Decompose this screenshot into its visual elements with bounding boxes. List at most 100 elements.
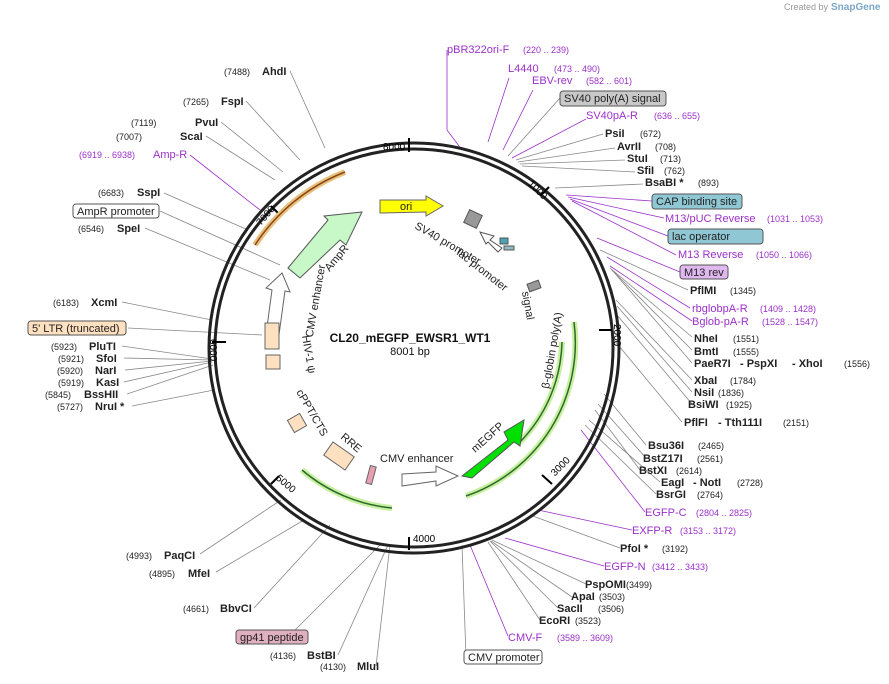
l4440-label[interactable]: L4440 <box>508 63 539 75</box>
bmti-label[interactable]: BmtI <box>694 346 718 358</box>
cmv-primer-arc[interactable] <box>301 469 393 509</box>
egfp-n-label[interactable]: EGFP-N <box>604 561 646 573</box>
bglob-pa-r-label[interactable]: Bglob-pA-R <box>692 316 749 328</box>
sv40-polya-feature[interactable] <box>463 209 483 229</box>
bglob-primer-arc[interactable] <box>465 321 577 497</box>
pvui-label[interactable]: PvuI <box>195 117 218 129</box>
kasi-label[interactable]: KasI <box>96 377 119 389</box>
m13-puc-reverse-label[interactable]: M13/pUC Reverse <box>665 213 755 225</box>
sacii-label[interactable]: SacII <box>557 603 583 615</box>
lac-operator-label[interactable]: lac operator <box>672 231 730 243</box>
sfoi-label[interactable]: SfoI <box>96 353 117 365</box>
ltr-label[interactable]: 5' LTR (truncated) <box>32 323 119 335</box>
lac-promoter-feature[interactable] <box>479 231 503 253</box>
ebv-rev-label[interactable]: EBV-rev <box>532 75 573 87</box>
bstbi-label[interactable]: BstBI <box>307 650 336 662</box>
sfii-label[interactable]: SfiI <box>637 165 654 177</box>
exfp-r-label[interactable]: EXFP-R <box>632 525 672 537</box>
m13-rev-box[interactable] <box>679 264 729 280</box>
sv40pa-r-label[interactable]: SV40pA-R <box>586 110 638 122</box>
ltr-box[interactable] <box>27 320 127 336</box>
gp41-box[interactable] <box>235 629 309 645</box>
cap-binding-box[interactable] <box>651 193 743 210</box>
cap-binding-label[interactable]: CAP binding site <box>656 196 737 208</box>
paqci-label[interactable]: PaqCI <box>164 550 195 562</box>
beta-globin-signal-feature[interactable] <box>526 279 542 293</box>
bsshii-label[interactable]: BssHII <box>84 389 118 401</box>
m13-rev-label[interactable]: M13 rev <box>684 267 724 279</box>
pfoi-label[interactable]: PfoI * <box>620 543 649 555</box>
pluti-label[interactable]: PluTI <box>89 341 116 353</box>
egfp-c-label[interactable]: EGFP-C <box>645 507 687 519</box>
bsrgi-label[interactable]: BsrGI <box>656 489 686 501</box>
ltr-feature[interactable] <box>264 322 280 350</box>
cmv-enhancer-2-feature[interactable] <box>401 465 460 487</box>
eagi-label[interactable]: EagI <box>661 477 684 489</box>
ecori-label[interactable]: EcoRI <box>539 615 570 627</box>
backbone-inner <box>213 147 615 549</box>
lac-operator-box[interactable] <box>667 228 764 245</box>
fspi-label[interactable]: FspI <box>221 96 244 108</box>
amp-r-primer-arc[interactable] <box>254 171 346 246</box>
nhei-label[interactable]: NheI <box>694 333 718 345</box>
pspomi-label[interactable]: PspOMI <box>585 579 626 591</box>
bsiwi-label[interactable]: BsiWI <box>688 399 719 411</box>
bbvci-label[interactable]: BbvCI <box>220 603 252 615</box>
xbai-label[interactable]: XbaI <box>694 375 717 387</box>
xcmi-label[interactable]: XcmI <box>91 297 117 309</box>
rbglob-primer-arc[interactable] <box>519 341 563 443</box>
avrii-label[interactable]: AvrII <box>617 141 641 153</box>
bstz17i-label[interactable]: BstZ17I <box>643 453 683 465</box>
cmv-promoter-label[interactable]: CMV promoter <box>468 652 540 664</box>
bstbi-pos: (4136) <box>270 651 296 661</box>
ori-feature[interactable] <box>379 195 444 217</box>
sv40-polya-label[interactable]: SV40 poly(A) signal <box>564 93 661 105</box>
pflmi-label[interactable]: PflMI <box>690 285 716 297</box>
gp41-label[interactable]: gp41 peptide <box>240 632 304 644</box>
signal-label: signal <box>519 290 536 320</box>
spei-label[interactable]: SpeI <box>117 223 140 235</box>
hiv-psi-feature[interactable] <box>265 354 281 370</box>
mlui-label[interactable]: MluI <box>357 661 379 673</box>
xhoi-label[interactable]: - XhoI <box>792 358 823 370</box>
scai-label[interactable]: ScaI <box>180 131 203 143</box>
cap-site-feature[interactable] <box>499 237 509 245</box>
nrui-label[interactable]: NruI * <box>95 401 125 413</box>
rbglobpa-r-label[interactable]: rbglobpA-R <box>692 303 748 315</box>
pbr322ori-f-label[interactable]: pBR322ori-F <box>447 44 510 56</box>
pspxi-label[interactable]: - PspXI <box>740 358 777 370</box>
nsii-label[interactable]: NsiI <box>694 387 714 399</box>
amp-r-label[interactable]: Amp-R <box>153 149 187 161</box>
rre-feature[interactable] <box>323 441 355 471</box>
megfp-feature[interactable] <box>460 419 525 479</box>
cmv-f-label[interactable]: CMV-F <box>508 632 543 644</box>
ampr-feature[interactable] <box>287 211 363 279</box>
paer7i-label[interactable]: PaeR7I <box>694 358 731 370</box>
stui-label[interactable]: StuI <box>627 153 648 165</box>
bsabi-label[interactable]: BsaBI * <box>645 177 684 189</box>
bsu36i-label[interactable]: Bsu36I <box>648 440 684 452</box>
sv40-polya-box[interactable] <box>559 90 667 107</box>
lac-operator-feature[interactable] <box>503 245 515 251</box>
gp41-feature[interactable] <box>365 464 377 486</box>
mfei-label[interactable]: MfeI <box>188 568 210 580</box>
cmv-primer-highlight[interactable] <box>300 467 393 511</box>
apai-label[interactable]: ApaI <box>571 591 595 603</box>
pflfi-label[interactable]: PflFI <box>684 417 708 429</box>
bstz17i-pos: (2561) <box>697 454 723 464</box>
bstxi-label[interactable]: BstXI <box>639 465 667 477</box>
ampr-promoter-label[interactable]: AmpR promoter <box>77 206 155 218</box>
tth111i-label[interactable]: - Tth111I <box>718 417 762 429</box>
ampr-promoter-box[interactable] <box>72 203 160 219</box>
sacii-pos: (3506) <box>598 604 624 614</box>
sspi-label[interactable]: SspI <box>137 187 160 199</box>
pflfi-pos: (2151) <box>783 418 809 428</box>
mfei-pos: (4895) <box>149 569 175 579</box>
cmv-promoter-box[interactable] <box>463 649 543 665</box>
ahdi-label[interactable]: AhdI <box>262 66 286 78</box>
m13-reverse-label[interactable]: M13 Reverse <box>678 249 743 261</box>
nari-label[interactable]: NarI <box>95 365 116 377</box>
cppt-feature[interactable] <box>286 412 308 434</box>
psii-label[interactable]: PsiI <box>605 128 625 140</box>
noti-label[interactable]: - NotI <box>693 477 721 489</box>
